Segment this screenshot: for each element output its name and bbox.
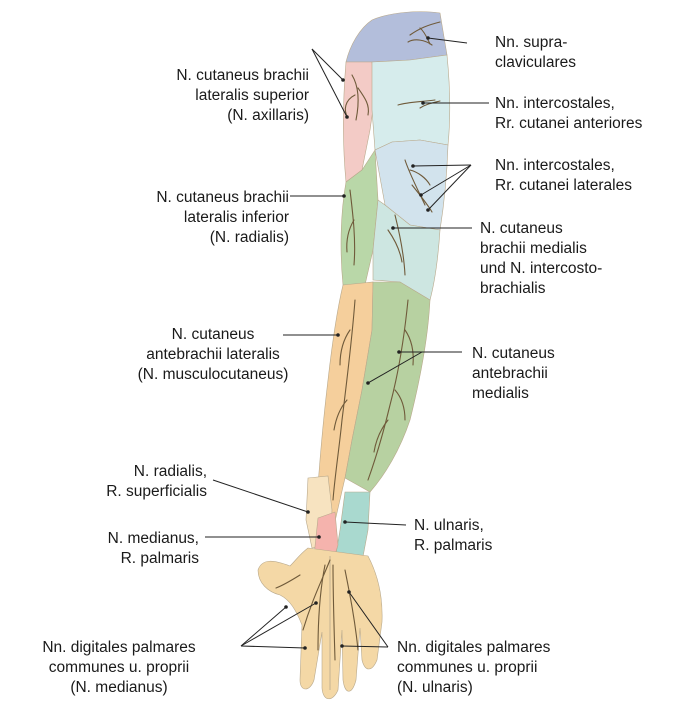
label-radialis-superficialis: N. radialis,R. superficialis: [106, 462, 207, 502]
region-ulnaris-palmaris: [335, 492, 370, 562]
label-medianus-palmaris: N. medianus,R. palmaris: [108, 529, 199, 569]
region-hand: [258, 548, 382, 699]
label-supraclaviculares: Nn. supra-claviculares: [495, 33, 576, 73]
region-supraclavicular: [346, 12, 447, 62]
label-intercostales-laterales: Nn. intercostales,Rr. cutanei laterales: [495, 156, 632, 196]
label-intercostales-anteriores: Nn. intercostales,Rr. cutanei anteriores: [495, 94, 642, 134]
label-ulnaris-palmaris: N. ulnaris,R. palmaris: [414, 516, 492, 556]
